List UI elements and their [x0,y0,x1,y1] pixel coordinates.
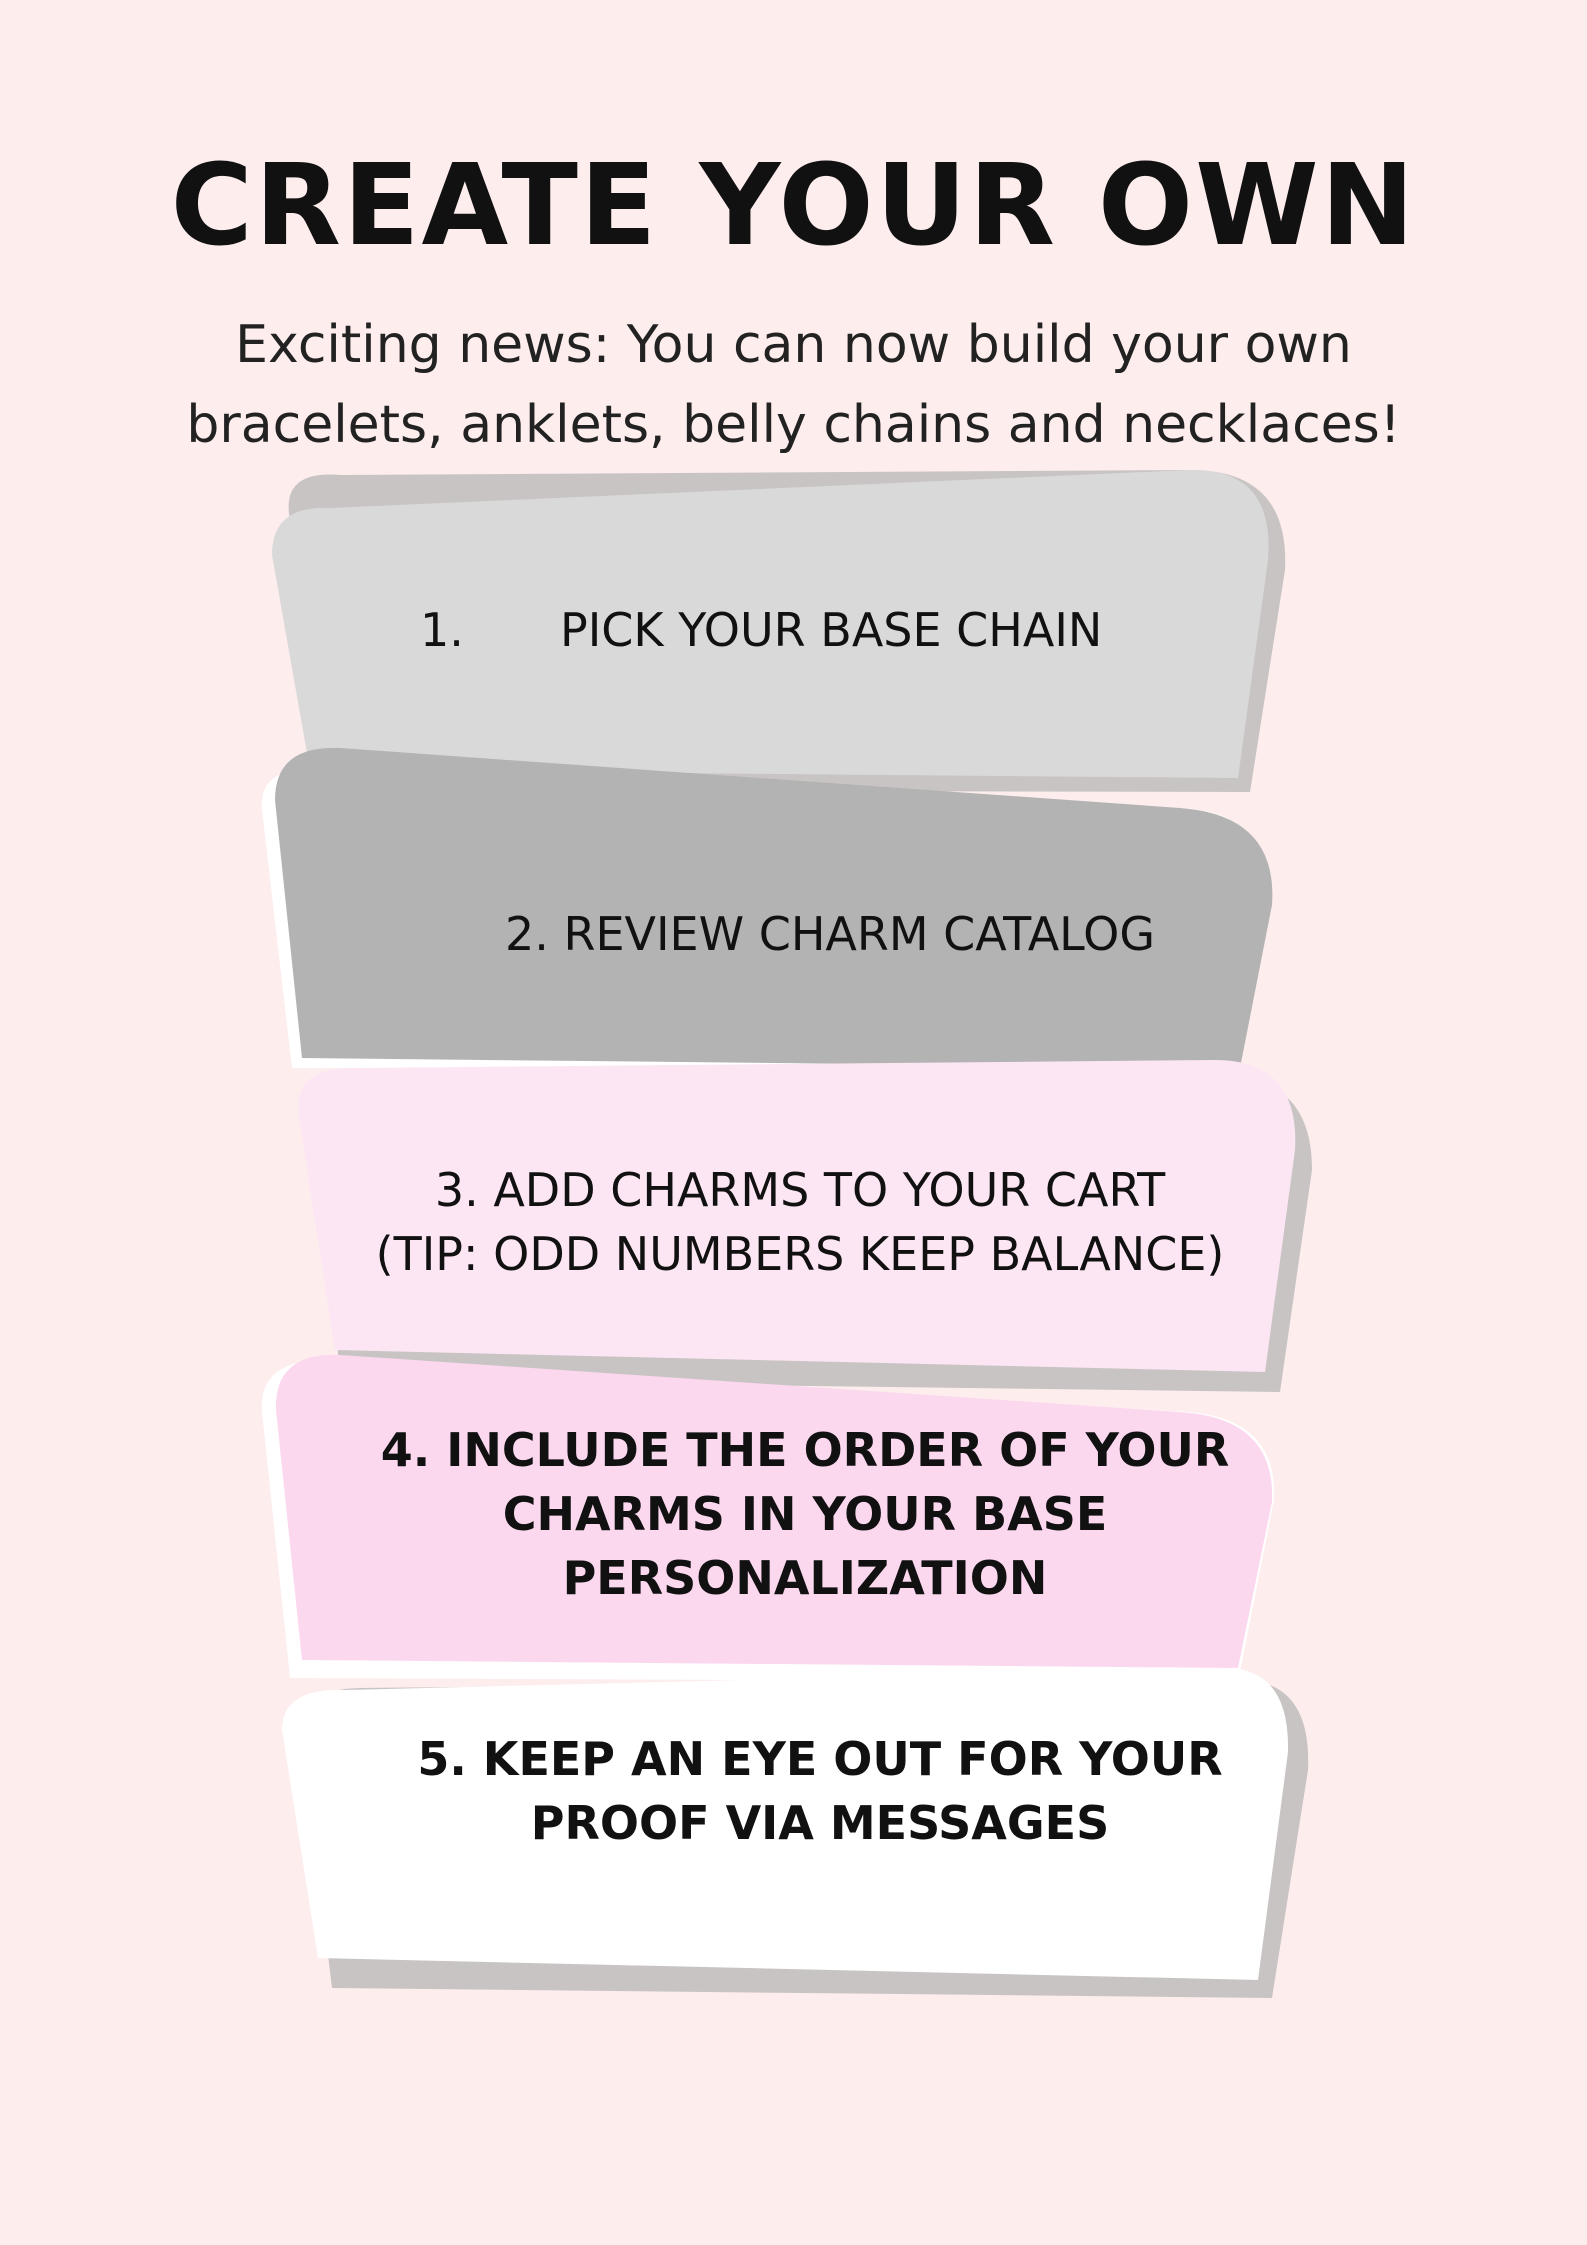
step-4-line-1: 4. INCLUDE THE ORDER OF YOUR [380,1423,1230,1477]
page-title: CREATE YOUR OWN [170,141,1417,271]
step-card-5 [282,1668,1309,1998]
step-card-1-face [272,469,1269,778]
step-3-line-2: (TIP: ODD NUMBERS KEEP BALANCE) [375,1227,1225,1281]
step-1-number: 1. [420,603,464,657]
step-card-4-face [275,1354,1273,1668]
step-card-1 [272,469,1286,792]
step-card-2-face [275,747,1273,1068]
step-5-line-1: 5. KEEP AN EYE OUT FOR YOUR [417,1732,1223,1786]
step-5: 5. KEEP AN EYE OUT FOR YOUR PROOF VIA ME… [320,1727,1320,1855]
step-5-line-2: PROOF VIA MESSAGES [530,1796,1110,1850]
step-card-5-face [282,1668,1289,1980]
step-3-line-1: 3. ADD CHARMS TO YOUR CART [434,1163,1166,1217]
step-2-line-1: 2. REVIEW CHARM CATALOG [504,907,1156,961]
step-4: 4. INCLUDE THE ORDER OF YOUR CHARMS IN Y… [280,1418,1330,1610]
step-4-line-3: PERSONALIZATION [562,1551,1048,1605]
step-card-2 [261,747,1273,1072]
step-1-label: PICK YOUR BASE CHAIN [560,603,1103,657]
step-1: 1. PICK YOUR BASE CHAIN [420,598,1180,662]
step-card-3-face [297,1060,1296,1372]
step-card-3 [297,1060,1312,1392]
step-2: 2. REVIEW CHARM CATALOG [330,902,1330,966]
step-4-line-2: CHARMS IN YOUR BASE [502,1487,1108,1541]
step-3: 3. ADD CHARMS TO YOUR CART (TIP: ODD NUM… [300,1158,1300,1286]
step-card-4 [261,1354,1275,1682]
